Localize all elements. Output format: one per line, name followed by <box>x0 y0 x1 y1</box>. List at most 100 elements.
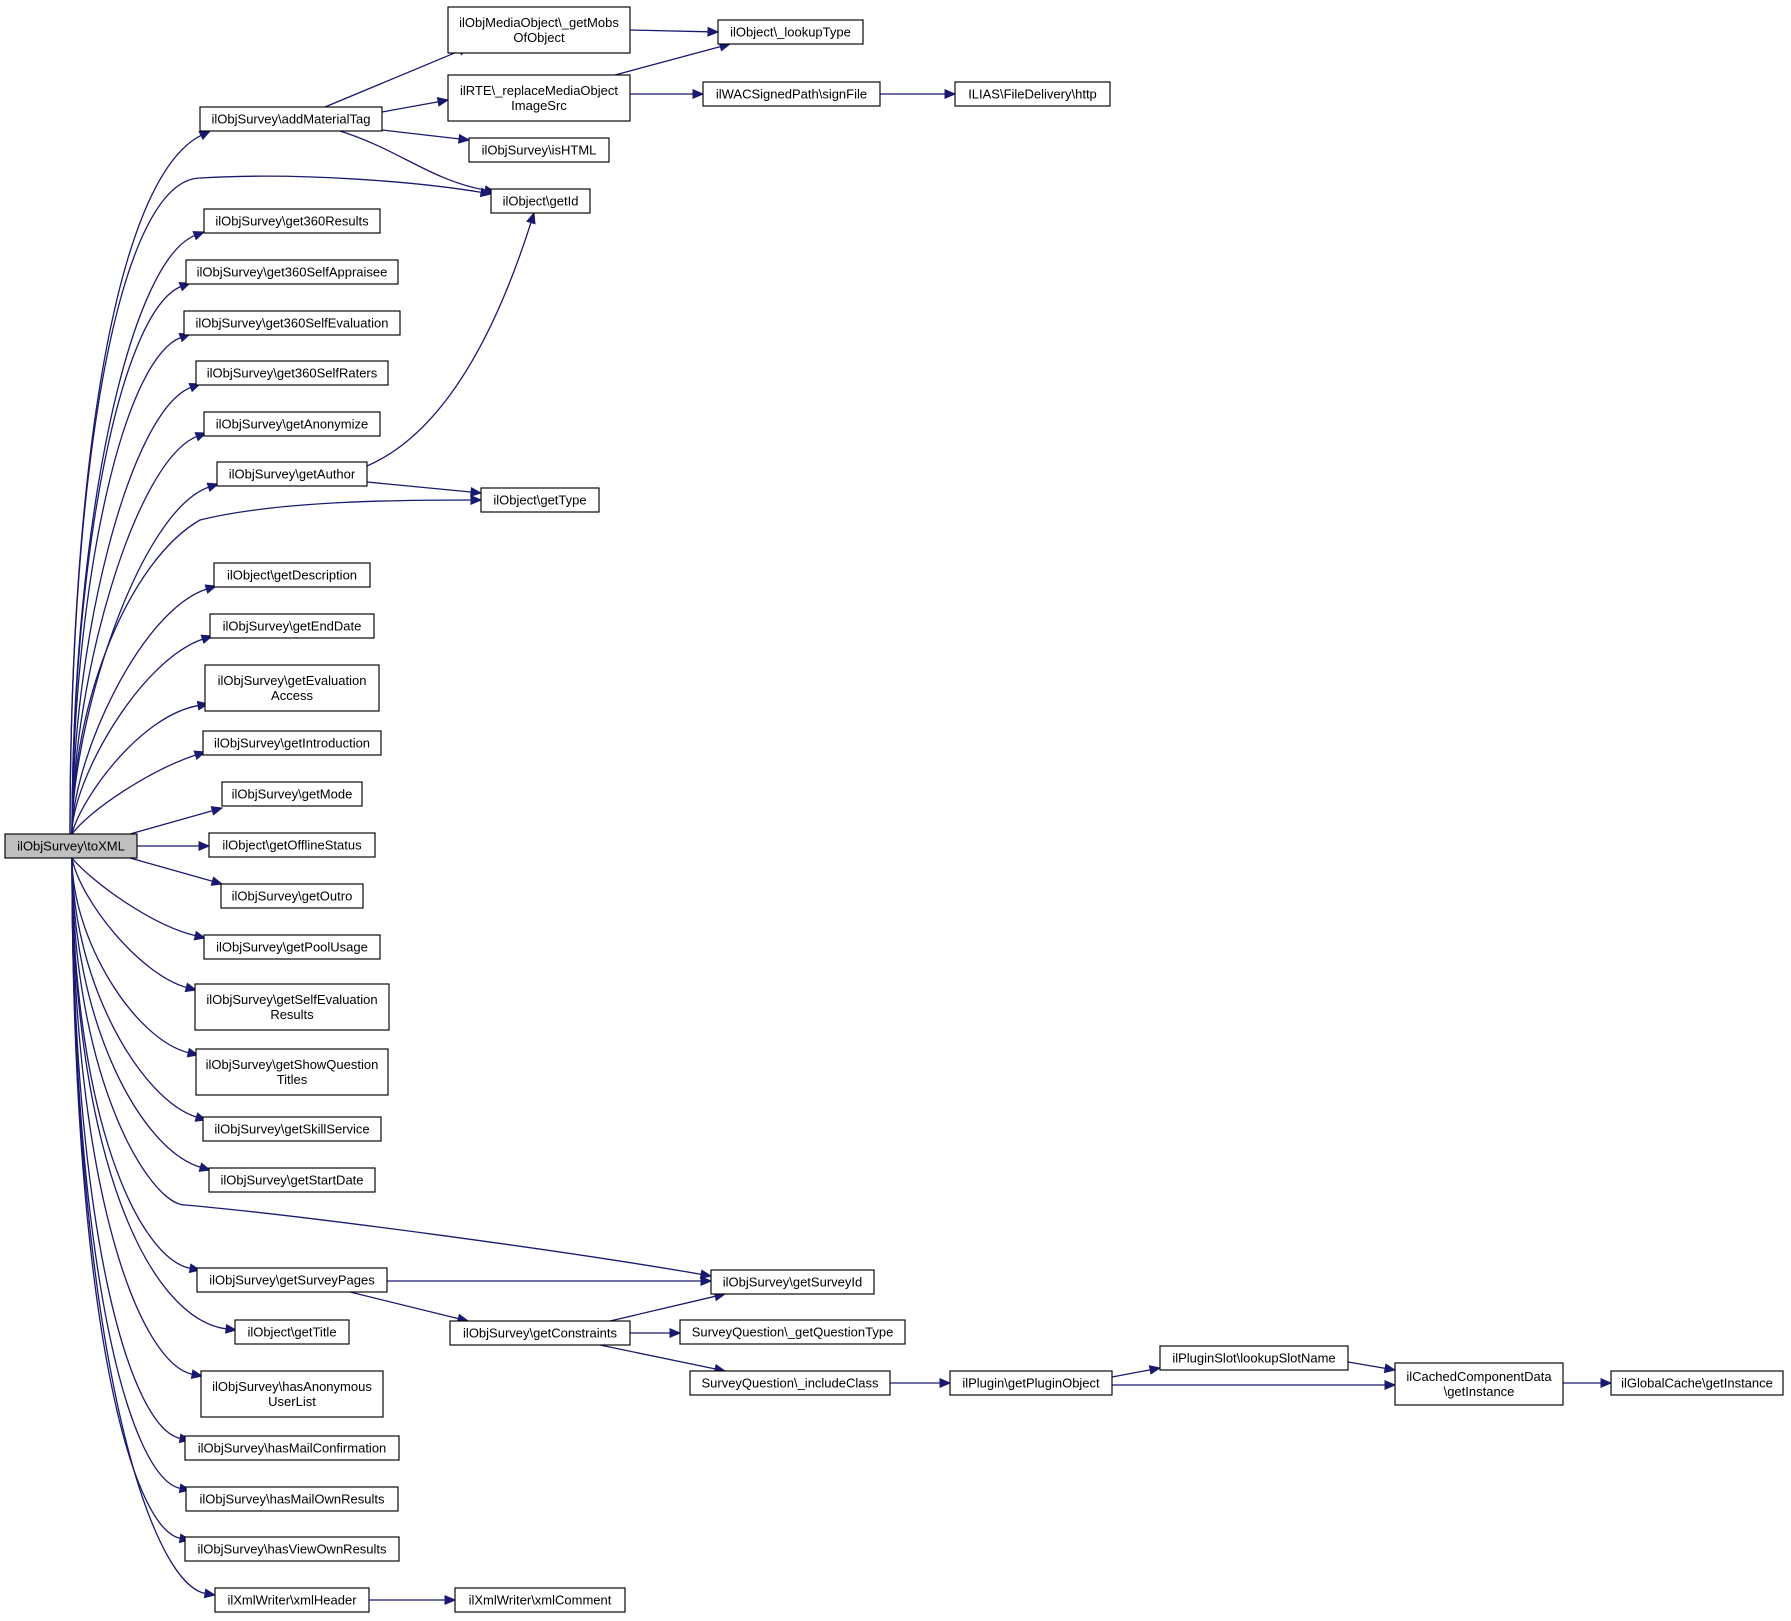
node-box-getMobs <box>447 6 631 54</box>
node-get360Results[interactable]: ilObjSurvey\get360Results <box>203 208 381 234</box>
node-addMaterialTag[interactable]: ilObjSurvey\addMaterialTag <box>199 106 383 132</box>
node-box-getPluginObject <box>949 1370 1113 1396</box>
node-label-getEvaluationAccess-line-1: ilObjSurvey\getEvaluation <box>218 673 367 688</box>
node-getQuestionType[interactable]: SurveyQuestion\_getQuestionType <box>679 1319 906 1345</box>
node-label-hasMailOwnResults: ilObjSurvey\hasMailOwnResults <box>200 1492 385 1507</box>
node-getSurveyPages[interactable]: ilObjSurvey\getSurveyPages <box>196 1267 388 1293</box>
node-getSkillService[interactable]: ilObjSurvey\getSkillService <box>202 1116 382 1142</box>
edge-getConstraints-to-getSurveyId <box>609 1295 717 1322</box>
edge-toxml-to-getEndDate-arrowhead <box>200 634 214 645</box>
node-hasMailConfirmation[interactable]: ilObjSurvey\hasMailConfirmation <box>184 1435 400 1461</box>
node-label-globalCacheGetInstance: ilGlobalCache\getInstance <box>1621 1376 1773 1391</box>
node-getPoolUsage[interactable]: ilObjSurvey\getPoolUsage <box>203 934 381 960</box>
node-box-getDescription <box>213 562 371 588</box>
node-label-get360SelfEvaluation: ilObjSurvey\get360SelfEvaluation <box>196 316 389 331</box>
edge-toxml-to-getSkillService <box>71 857 198 1119</box>
edge-toxml-to-getSelfEvaluationResults <box>71 857 188 989</box>
node-getStartDate[interactable]: ilObjSurvey\getStartDate <box>208 1167 376 1193</box>
edge-toxml-to-getOfflineStatus-arrowhead <box>198 841 211 851</box>
node-getDescription[interactable]: ilObject\getDescription <box>213 562 371 588</box>
edge-toxml-to-getPoolUsage-arrowhead <box>193 930 207 941</box>
edge-addMaterialTag-to-getId <box>339 130 487 192</box>
edge-toxml-to-getMode-arrowhead <box>210 806 224 816</box>
edge-toxml-to-getDescription-arrowhead <box>204 584 218 594</box>
edge-getConstraints-to-getQuestionType-arrowhead <box>669 1328 682 1338</box>
edge-getAuthor-to-getType-arrowhead <box>470 487 483 497</box>
edge-toxml-to-hasAnonymousUserList <box>71 857 194 1376</box>
node-getTitle[interactable]: ilObject\getTitle <box>234 1319 350 1345</box>
node-getAnonymize[interactable]: ilObjSurvey\getAnonymize <box>203 411 381 437</box>
node-getConstraints[interactable]: ilObjSurvey\getConstraints <box>449 1320 631 1346</box>
node-hasMailOwnResults[interactable]: ilObjSurvey\hasMailOwnResults <box>185 1486 399 1512</box>
node-getPluginObject[interactable]: ilPlugin\getPluginObject <box>949 1370 1113 1396</box>
node-box-http <box>954 81 1111 107</box>
node-getSurveyId[interactable]: ilObjSurvey\getSurveyId <box>710 1269 875 1295</box>
node-getOfflineStatus[interactable]: ilObject\getOfflineStatus <box>208 832 376 858</box>
node-get360SelfEvaluation[interactable]: ilObjSurvey\get360SelfEvaluation <box>183 310 401 336</box>
node-getOutro[interactable]: ilObjSurvey\getOutro <box>220 883 364 909</box>
edge-toxml-to-getType <box>71 499 473 835</box>
edge-toxml-to-getId <box>69 175 483 835</box>
node-get360SelfRaters[interactable]: ilObjSurvey\get360SelfRaters <box>195 360 389 386</box>
node-getType[interactable]: ilObject\getType <box>480 487 600 513</box>
edge-toxml-to-getStartDate-arrowhead <box>198 1162 212 1172</box>
node-label-getMode: ilObjSurvey\getMode <box>232 787 353 802</box>
node-box-get360SelfRaters <box>195 360 389 386</box>
node-box-globalCacheGetInstance <box>1610 1370 1784 1396</box>
node-hasViewOwnResults[interactable]: ilObjSurvey\hasViewOwnResults <box>184 1536 400 1562</box>
node-label-getSurveyId: ilObjSurvey\getSurveyId <box>723 1275 862 1290</box>
edge-toxml-to-getShowQuestionTitles-arrowhead <box>186 1047 200 1058</box>
node-label-getEvaluationAccess-line-2: Access <box>271 688 313 703</box>
node-box-cachedGetInstance <box>1394 1362 1564 1406</box>
node-label-includeClass: SurveyQuestion\_includeClass <box>701 1376 879 1391</box>
edge-toxml-to-getTitle <box>71 857 228 1330</box>
edge-toxml-to-hasMailConfirmation <box>71 857 182 1440</box>
node-getId[interactable]: ilObject\getId <box>490 188 591 214</box>
node-xmlHeader[interactable]: ilXmlWriter\xmlHeader <box>214 1587 370 1613</box>
edge-toxml-to-addMaterialTag <box>69 134 203 835</box>
node-label-getShowQuestionTitles-line-1: ilObjSurvey\getShowQuestion <box>206 1057 379 1072</box>
node-cachedGetInstance[interactable]: ilCachedComponentData\getInstance <box>1394 1362 1564 1406</box>
node-box-getConstraints <box>449 1320 631 1346</box>
node-includeClass[interactable]: SurveyQuestion\_includeClass <box>689 1370 891 1396</box>
edge-lookupSlotName-to-cachedGetInstance-arrowhead <box>1383 1363 1397 1374</box>
node-box-getSurveyPages <box>196 1267 388 1293</box>
node-box-getTitle <box>234 1319 350 1345</box>
node-lookupSlotName[interactable]: ilPluginSlot\lookupSlotName <box>1159 1345 1349 1371</box>
node-box-getAuthor <box>216 461 368 487</box>
node-label-getQuestionType: SurveyQuestion\_getQuestionType <box>692 1325 894 1340</box>
node-label-get360SelfAppraisee: ilObjSurvey\get360SelfAppraisee <box>197 265 388 280</box>
edge-toxml-to-getOutro-arrowhead <box>210 876 224 886</box>
node-signFile[interactable]: ilWACSignedPath\signFile <box>702 81 881 107</box>
node-getEndDate[interactable]: ilObjSurvey\getEndDate <box>209 613 375 639</box>
node-label-signFile: ilWACSignedPath\signFile <box>716 87 867 102</box>
node-toxml[interactable]: ilObjSurvey\toXML <box>4 833 138 859</box>
node-box-getOutro <box>220 883 364 909</box>
node-globalCacheGetInstance[interactable]: ilGlobalCache\getInstance <box>1610 1370 1784 1396</box>
node-box-getSkillService <box>202 1116 382 1142</box>
node-getAuthor[interactable]: ilObjSurvey\getAuthor <box>216 461 368 487</box>
edge-addMaterialTag-to-getMobs <box>324 49 461 108</box>
node-box-getStartDate <box>208 1167 376 1193</box>
node-lookupType[interactable]: ilObject\_lookupType <box>717 19 864 45</box>
node-box-getType <box>480 487 600 513</box>
node-getIntroduction[interactable]: ilObjSurvey\getIntroduction <box>202 730 382 756</box>
node-label-addMaterialTag: ilObjSurvey\addMaterialTag <box>212 112 371 127</box>
node-xmlComment[interactable]: ilXmlWriter\xmlComment <box>454 1587 626 1613</box>
node-label-getOutro: ilObjSurvey\getOutro <box>232 889 353 904</box>
node-box-hasAnonymousUserList <box>200 1370 384 1418</box>
node-http[interactable]: ILIAS\FileDelivery\http <box>954 81 1111 107</box>
node-get360SelfAppraisee[interactable]: ilObjSurvey\get360SelfAppraisee <box>185 259 399 285</box>
node-getMode[interactable]: ilObjSurvey\getMode <box>221 781 363 807</box>
node-box-toxml <box>4 833 138 859</box>
node-label-hasAnonymousUserList-line-2: UserList <box>268 1394 316 1409</box>
edge-toxml-to-getDescription <box>71 588 208 835</box>
edge-getAuthor-to-getId-arrowhead <box>526 211 536 225</box>
node-isHTML[interactable]: ilObjSurvey\isHTML <box>468 137 610 163</box>
